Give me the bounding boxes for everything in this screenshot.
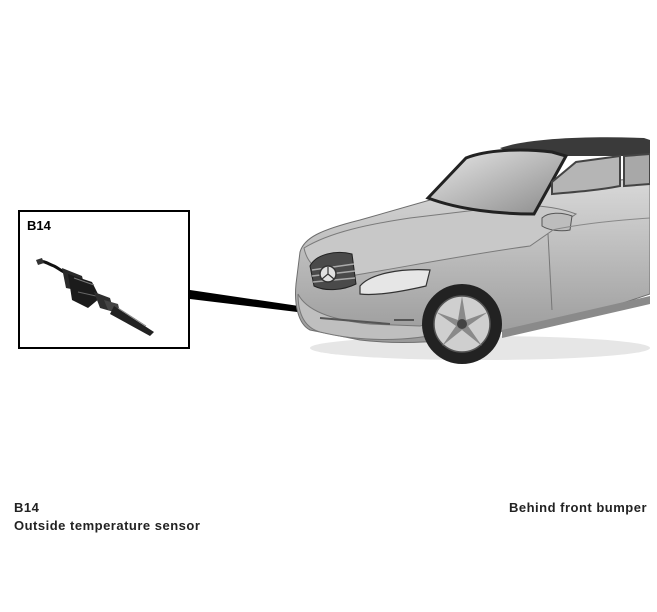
caption-component-location: Behind front bumper [508,500,647,515]
vehicle-illustration [295,137,650,364]
caption-component-description: Outside temperature sensor [14,518,201,533]
component-inset-box: B14 [18,210,190,349]
temperature-sensor-icon [36,258,154,336]
caption-component-code: B14 [14,500,40,515]
inset-label: B14 [27,218,51,233]
